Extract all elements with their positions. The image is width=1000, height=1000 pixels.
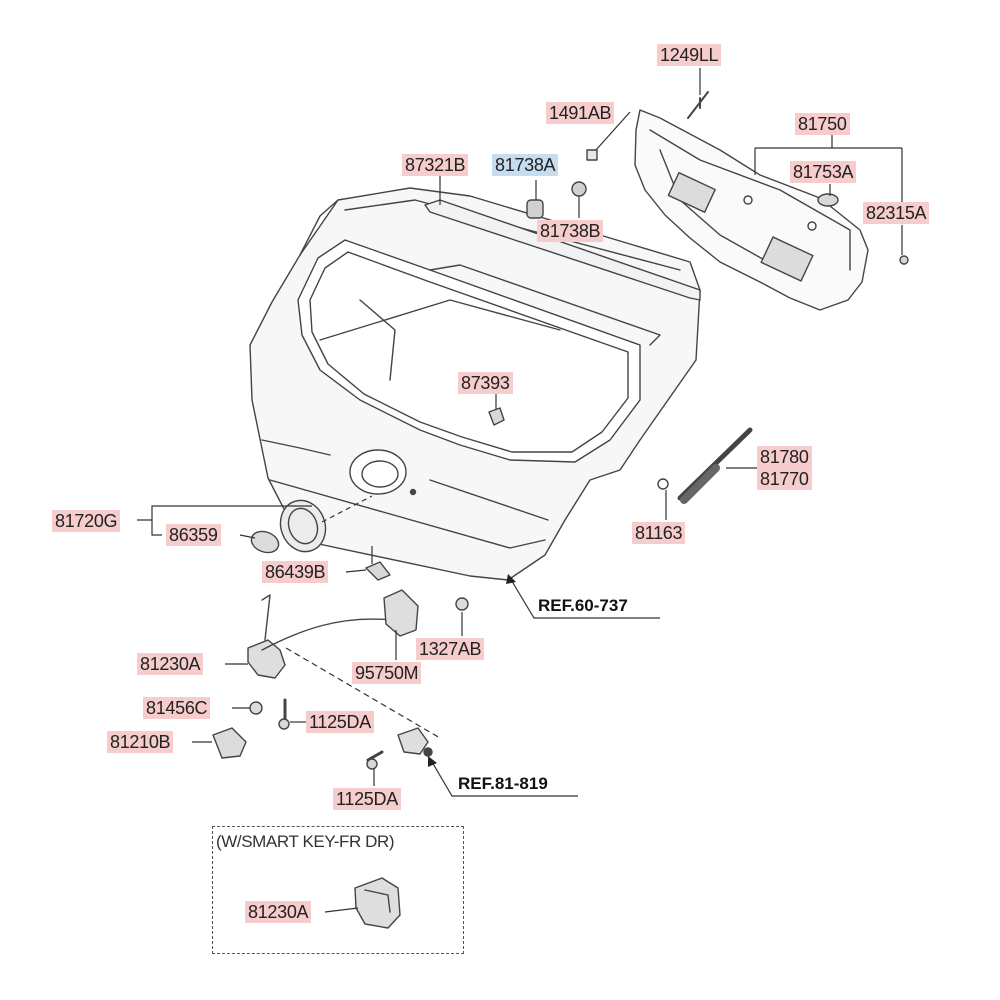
switch-81210B xyxy=(212,727,247,759)
part-label-81230A-inset[interactable]: 81230A xyxy=(245,901,312,923)
part-label-81720G[interactable]: 81720G xyxy=(52,510,121,532)
gas-strut xyxy=(677,427,753,501)
leader-1491AB xyxy=(595,111,631,151)
tailgate-top-rim xyxy=(299,199,339,256)
window-opening xyxy=(297,239,641,463)
leader-86359 xyxy=(239,534,256,539)
actuator-95750M xyxy=(383,589,419,637)
leader-81750 xyxy=(754,134,903,205)
part-label-1491AB[interactable]: 1491AB xyxy=(546,102,615,124)
part-label-81163[interactable]: 81163 xyxy=(632,522,686,544)
part-label-81738B[interactable]: 81738B xyxy=(537,220,604,242)
bolt-1327AB xyxy=(455,597,469,611)
leader-inset-81230A xyxy=(324,907,359,913)
bumper-81738B xyxy=(571,181,587,197)
part-label-81210B[interactable]: 81210B xyxy=(107,731,174,753)
leader-81720G xyxy=(137,505,312,536)
latch-cable xyxy=(261,594,271,641)
part-label-86359[interactable]: 86359 xyxy=(166,524,221,546)
part-label-81750[interactable]: 81750 xyxy=(795,113,850,135)
striker-plate xyxy=(397,727,429,755)
leader-86439B xyxy=(345,546,373,573)
arrow-ref-81-819 xyxy=(428,756,437,767)
part-label-82315A[interactable]: 82315A xyxy=(863,202,930,224)
smart-key-note: (W/SMART KEY-FR DR) xyxy=(216,832,395,851)
latch-81230A xyxy=(247,639,286,679)
leader-ref-81-819 xyxy=(431,761,578,797)
trim-handle-left xyxy=(667,171,716,213)
clip-81753A xyxy=(817,193,839,207)
clip-1491AB xyxy=(586,149,598,161)
part-label-1327AB[interactable]: 1327AB xyxy=(416,638,485,660)
part-label-81770[interactable]: 81770 xyxy=(757,468,812,490)
part-label-1249LL[interactable]: 1249LL xyxy=(657,44,722,66)
arrow-ref-60-737 xyxy=(506,574,516,584)
part-label-87321B[interactable]: 87321B xyxy=(402,154,469,176)
emblem-86359 xyxy=(250,530,280,554)
part-label-81456C[interactable]: 81456C xyxy=(143,697,211,719)
part-label-95750M[interactable]: 95750M xyxy=(352,662,422,684)
trim-handle-right xyxy=(760,236,814,282)
ref-link-81-819[interactable]: REF.81-819 xyxy=(458,774,548,793)
part-label-1125DA-a[interactable]: 1125DA xyxy=(306,711,374,733)
part-label-81780[interactable]: 81780 xyxy=(757,446,812,469)
ref-link-60-737[interactable]: REF.60-737 xyxy=(538,596,628,615)
leader-ref-60-737 xyxy=(509,577,660,619)
leader-81780-81770 xyxy=(726,467,759,478)
bracket-86439B xyxy=(365,561,391,581)
part-label-81753A[interactable]: 81753A xyxy=(790,161,857,183)
bolt-81456C xyxy=(249,701,263,715)
clip-82315A xyxy=(899,255,909,265)
part-label-1125DA-b[interactable]: 1125DA xyxy=(333,788,401,810)
part-label-81738A[interactable]: 81738A xyxy=(492,154,559,176)
smart-key-inset xyxy=(212,826,464,954)
part-label-87393[interactable]: 87393 xyxy=(458,372,513,394)
part-label-81230A[interactable]: 81230A xyxy=(137,653,204,675)
part-label-86439B[interactable]: 86439B xyxy=(262,561,329,583)
bumper-81738A xyxy=(526,199,544,219)
bracket-81163 xyxy=(657,478,669,490)
bolt-1249LL xyxy=(687,91,709,119)
